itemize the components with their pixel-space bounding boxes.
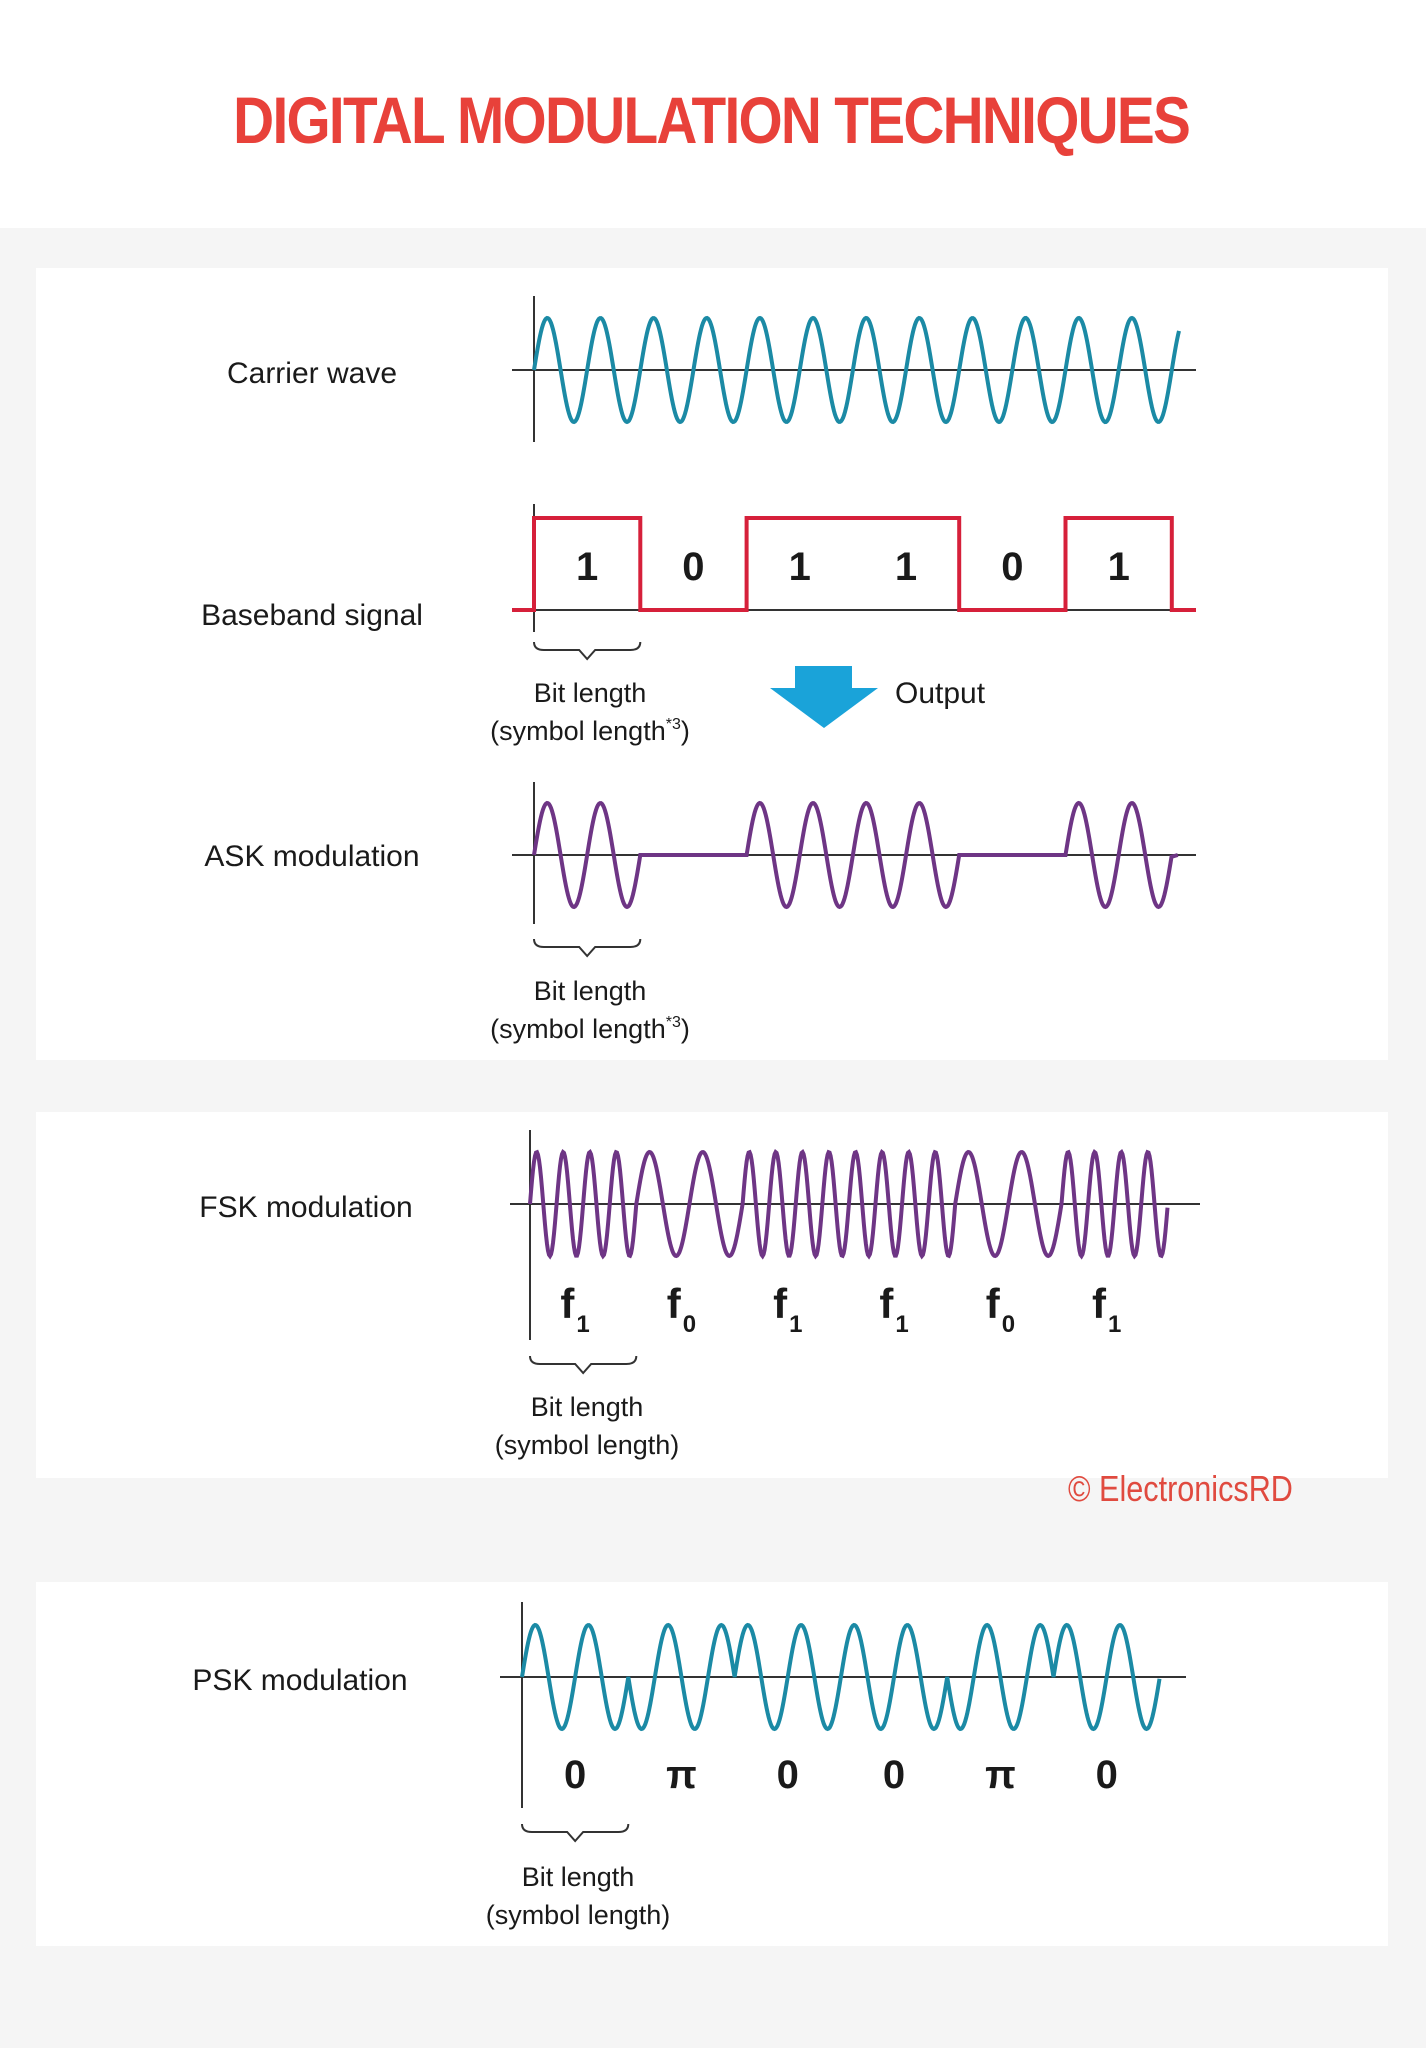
bit-length-label: Bit length [534,678,647,708]
ask-waveform [532,800,1179,910]
fsk-bit-length-label: Bit length [531,1392,644,1422]
psk-waveform [520,1622,1162,1732]
baseband-waveform [512,516,1196,612]
fsk-modulation-label: FSK modulation [199,1191,412,1224]
frequency-label: f0 [667,1280,696,1338]
carrier-row: Carrier wave [227,296,1196,442]
bit-labels: 1 0 1 1 0 1 [576,545,1130,589]
bit-label: 1 [576,545,598,589]
frequency-label: f0 [986,1280,1015,1338]
ask-modulation-label: ASK modulation [204,840,419,873]
phase-label: π [666,1753,697,1797]
frequency-label: f1 [773,1280,802,1338]
frequency-label: f1 [1092,1280,1121,1338]
fsk-waveform [528,1148,1170,1260]
page-title: DIGITAL MODULATION TECHNIQUES [233,83,1191,157]
ask-symbol-length-label: (symbol length*3) [490,1014,690,1044]
symbol-length-label: (symbol length*3) [490,716,690,746]
phase-label: 0 [564,1753,586,1797]
copyright-credit: © ElectronicsRD [1068,1468,1293,1509]
fsk-row: FSK modulation f1 f0 f1 f1 f0 f1 Bit length (… [199,1130,1200,1460]
phase-label: π [985,1753,1016,1797]
phase-labels: 0 π 0 0 π 0 [564,1753,1118,1797]
baseband-signal-label: Baseband signal [201,599,423,632]
psk-symbol-length-label: (symbol length) [486,1900,671,1930]
ask-row: ASK modulation Bit length (symbol length… [204,782,1196,1044]
psk-bit-length-brace [521,1823,630,1843]
ask-bit-length-label: Bit length [534,976,647,1006]
bit-label: 1 [789,545,811,589]
bit-label: 0 [1001,545,1023,589]
phase-label: 0 [1096,1753,1118,1797]
bit-label: 1 [895,545,917,589]
panel-carrier-baseband-ask [36,268,1388,1060]
baseband-row: Baseband signal 1 0 1 1 0 1 Bit length (symbo… [201,504,1196,746]
output-label: Output [895,677,986,710]
psk-modulation-label: PSK modulation [192,1664,407,1697]
panel-psk [36,1582,1388,1946]
bit-label: 1 [1108,545,1130,589]
frequency-label: f1 [560,1280,589,1338]
phase-label: 0 [777,1753,799,1797]
bit-label: 0 [682,545,704,589]
psk-row: PSK modulation 0 π 0 0 π 0 Bit length (symbol… [192,1602,1186,1930]
fsk-bit-length-brace [529,1355,638,1375]
carrier-wave-label: Carrier wave [227,357,397,390]
carrier-waveform [532,315,1181,425]
phase-label: 0 [883,1753,905,1797]
fsk-symbol-length-label: (symbol length) [495,1430,680,1460]
psk-bit-length-label: Bit length [522,1862,635,1892]
output-arrow-icon [770,666,878,728]
frequency-labels: f1 f0 f1 f1 f0 f1 [560,1280,1121,1338]
frequency-label: f1 [879,1280,908,1338]
ask-bit-length-brace [533,938,642,958]
bit-length-brace [533,641,642,661]
